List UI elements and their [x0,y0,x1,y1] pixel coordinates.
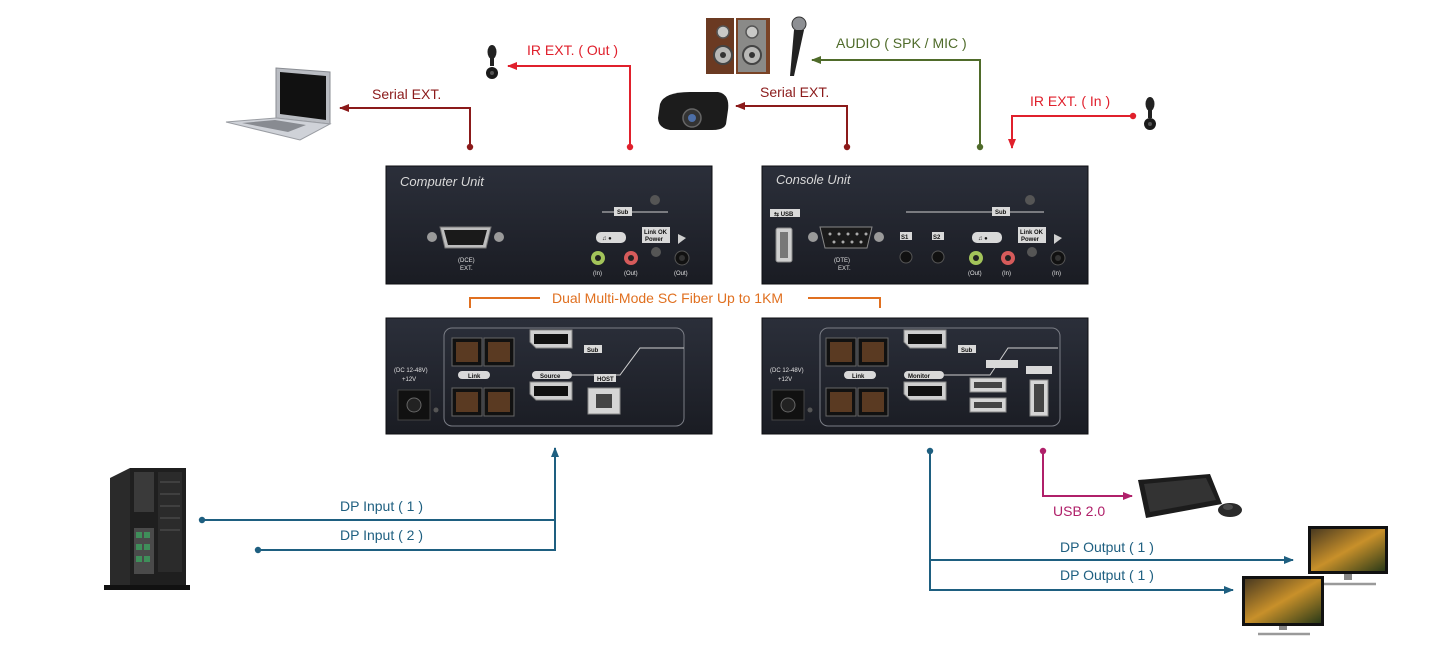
ir-out-connection: IR EXT. ( Out ) [507,42,634,151]
dte-label: (DTE) [834,258,850,264]
power-spec-label: (DC 12-48V) [770,368,804,374]
microphone-icon [790,16,807,76]
link-ok-label: Link OK [1020,230,1044,236]
serial-right-connection: Serial EXT. [735,84,851,151]
audio-in-label: (In) [1002,271,1011,277]
ir-in-connection: IR EXT. ( In ) [1008,93,1137,149]
monitor-icon [1242,576,1324,636]
dp-input-2-label: DP Input ( 2 ) [340,527,423,543]
ext-label: EXT. [460,266,473,272]
source-label: Source [540,374,561,380]
serial-left-label: Serial EXT. [372,86,441,102]
usb-connection: USB 2.0 [1039,447,1133,519]
audio-out-label: (Out) [624,271,638,277]
link-ok-label: Link OK [644,230,668,236]
dp-output-2-label: DP Output ( 1 ) [1060,567,1154,583]
ir-out-port-label: (Out) [674,271,688,277]
s1-label: S1 [901,235,909,241]
s2-label: S2 [933,235,941,241]
link-label: Link [468,374,481,380]
power-label: Power [1021,237,1040,243]
ir-in-label: IR EXT. ( In ) [1030,93,1110,109]
serial-dce-port [427,226,504,249]
sub-label: Sub [587,348,599,354]
ext-label: EXT. [838,266,851,272]
svg-text:♫ ●: ♫ ● [602,236,612,242]
ir-emitter-icon [486,45,498,79]
laptop-icon [225,67,332,141]
audio-out-label: (Out) [968,271,982,277]
dp-input-connection: DP Input ( 1 ) DP Input ( 2 ) [198,447,559,554]
sub-label: Sub [995,210,1007,216]
sub-label: Sub [961,348,973,354]
monitor-label: Monitor [908,374,931,380]
svg-text:⇆ USB: ⇆ USB [774,210,794,218]
power-spec-label: (DC 12-48V) [394,368,428,374]
computer-unit-title: Computer Unit [400,174,485,189]
ir-receiver-icon [1144,97,1156,130]
computer-unit-rear-panel: (DC 12-48V) +12V Sub Link Source HOST [385,317,713,435]
computer-unit-front-panel: Computer Unit (DCE) EXT. Sub ♫ ● Link OK… [385,165,713,285]
dp-input-1-label: DP Input ( 1 ) [340,498,423,514]
ir-in-port-label: (In) [1052,271,1061,277]
monitor-icon [1308,526,1388,586]
console-unit-rear-panel: (DC 12-48V) +12V Sub Link Monitor [761,317,1089,435]
serial-right-label: Serial EXT. [760,84,829,100]
computer-tower-icon [104,468,190,590]
serial-left-connection: Serial EXT. [339,86,474,151]
svg-text:♫ ●: ♫ ● [978,236,988,242]
plus12-label: +12V [402,377,416,383]
ir-out-label: IR EXT. ( Out ) [527,42,618,58]
host-label: HOST [597,377,614,383]
dce-label: (DCE) [458,258,475,264]
audio-label: AUDIO ( SPK / MIC ) [836,35,967,51]
speakers-icon [706,18,770,74]
serial-dte-port [808,226,884,249]
link-label: Link [852,374,865,380]
usb-label: USB 2.0 [1053,503,1105,519]
sub-label: Sub [617,210,629,216]
audio-connection: AUDIO ( SPK / MIC ) [811,35,984,151]
dp-output-connection: DP Output ( 1 ) DP Output ( 1 ) [926,447,1294,594]
audio-in-label: (In) [593,271,602,277]
dp-output-1-label: DP Output ( 1 ) [1060,539,1154,555]
console-unit-front-panel: Console Unit ⇆ USB (DTE) EXT. Sub [761,165,1089,285]
fiber-label: Dual Multi-Mode SC Fiber Up to 1KM [552,290,783,306]
console-unit-title: Console Unit [776,172,852,187]
projector-icon [658,92,729,130]
fiber-connection: Dual Multi-Mode SC Fiber Up to 1KM [469,289,881,308]
power-label: Power [645,237,664,243]
keyboard-mouse-icon [1138,474,1242,518]
plus12-label: +12V [778,377,792,383]
